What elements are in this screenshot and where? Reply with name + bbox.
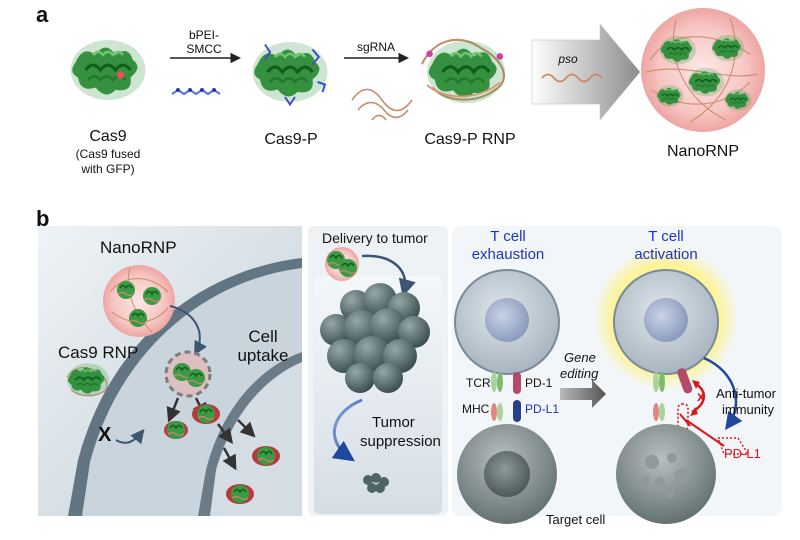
left-nanornp xyxy=(103,265,175,337)
small-tumor xyxy=(363,473,389,493)
exhausted-t-cell xyxy=(454,269,560,375)
left-nanornp-label: NanoRNP xyxy=(100,238,177,257)
pso-label: pso xyxy=(558,52,578,66)
bpei-smcc-structure xyxy=(171,87,221,95)
cas9-structure xyxy=(68,38,148,102)
target-cell-label: Target cell xyxy=(546,512,606,527)
tcr-mhc-pair-activated xyxy=(653,372,665,421)
panel-a-letter: a xyxy=(36,2,49,27)
antitumor-label-line2: immunity xyxy=(722,402,775,417)
uptake-arrow xyxy=(169,305,207,356)
tcr-label: TCR xyxy=(466,376,491,390)
cas9p-label: Cas9-P xyxy=(264,131,318,148)
panel-b-right xyxy=(452,226,782,524)
cas9-note-line1: (Cas9 fused xyxy=(75,147,141,161)
nanornp-particle xyxy=(641,8,765,132)
gene-editing-label-line2: editing xyxy=(560,366,599,381)
blocked-x-label: X xyxy=(98,424,112,446)
suppression-label-line1: Tumor xyxy=(372,414,415,431)
left-cas9-rnp xyxy=(66,362,110,398)
pd1-label: PD-1 xyxy=(525,376,553,390)
delivery-label: Delivery to tumor xyxy=(322,230,428,246)
red-arrowhead-lower xyxy=(690,407,698,416)
blocked-arrow xyxy=(115,428,145,445)
exhaustion-label-line2: exhaustion xyxy=(471,246,545,263)
left-cas9-rnp-label: Cas9 RNP xyxy=(58,343,139,362)
gene-editing-label-line1: Gene xyxy=(564,350,596,365)
x-mark-label: x xyxy=(697,388,705,404)
antitumor-label-line1: Anti-tumor xyxy=(716,386,776,401)
step2-label: sgRNA xyxy=(356,40,395,54)
target-cell-right xyxy=(616,424,716,524)
released-rnps xyxy=(164,397,280,504)
tumor-cluster xyxy=(320,283,430,393)
endosome xyxy=(164,350,212,398)
panel-a xyxy=(68,8,765,132)
pso-polymer-wave xyxy=(541,73,603,83)
pdl1-knockout-label: PD-L1 xyxy=(724,446,761,461)
exhaustion-label-line1: T cell xyxy=(490,228,526,245)
activation-label-line1: T cell xyxy=(648,228,684,245)
panel-b-left xyxy=(38,226,302,516)
activation-label-line2: activation xyxy=(634,246,698,263)
cas9-note-line2: with GFP) xyxy=(81,162,135,176)
uptake-label-line1: Cell xyxy=(248,327,278,346)
delivery-nanornp xyxy=(325,247,359,281)
activated-t-cell xyxy=(594,246,738,390)
suppression-label-line2: suppression xyxy=(360,433,441,450)
sgrna-structure xyxy=(351,88,413,121)
pdl1-label: PD-L1 xyxy=(525,402,560,416)
cas9-label: Cas9 xyxy=(89,128,127,145)
pd1-activated xyxy=(677,368,693,394)
mhc-label: MHC xyxy=(462,402,490,416)
immunity-arrow xyxy=(703,356,743,431)
panel-b-middle xyxy=(308,226,448,516)
cas9p-structure xyxy=(250,40,330,107)
pso-arrow xyxy=(531,23,641,121)
cas9p-rnp-structure xyxy=(420,38,507,105)
panel-b-letter: b xyxy=(36,206,50,231)
step1-label-line2: SMCC xyxy=(186,42,222,56)
pd1-pdl1-pair xyxy=(513,372,521,422)
target-cell-left xyxy=(457,424,557,524)
red-arrowhead xyxy=(692,380,700,389)
step1-label-line1: bPEI- xyxy=(188,28,219,42)
gene-editing-arrow xyxy=(560,380,606,408)
tcr-mhc-pair xyxy=(491,372,503,421)
nanornp-label: NanoRNP xyxy=(666,143,740,160)
cas9p-rnp-label: Cas9-P RNP xyxy=(424,131,516,148)
delivery-arrow xyxy=(361,254,416,297)
suppression-arrow xyxy=(331,398,363,462)
uptake-label-line2: uptake xyxy=(237,346,289,365)
